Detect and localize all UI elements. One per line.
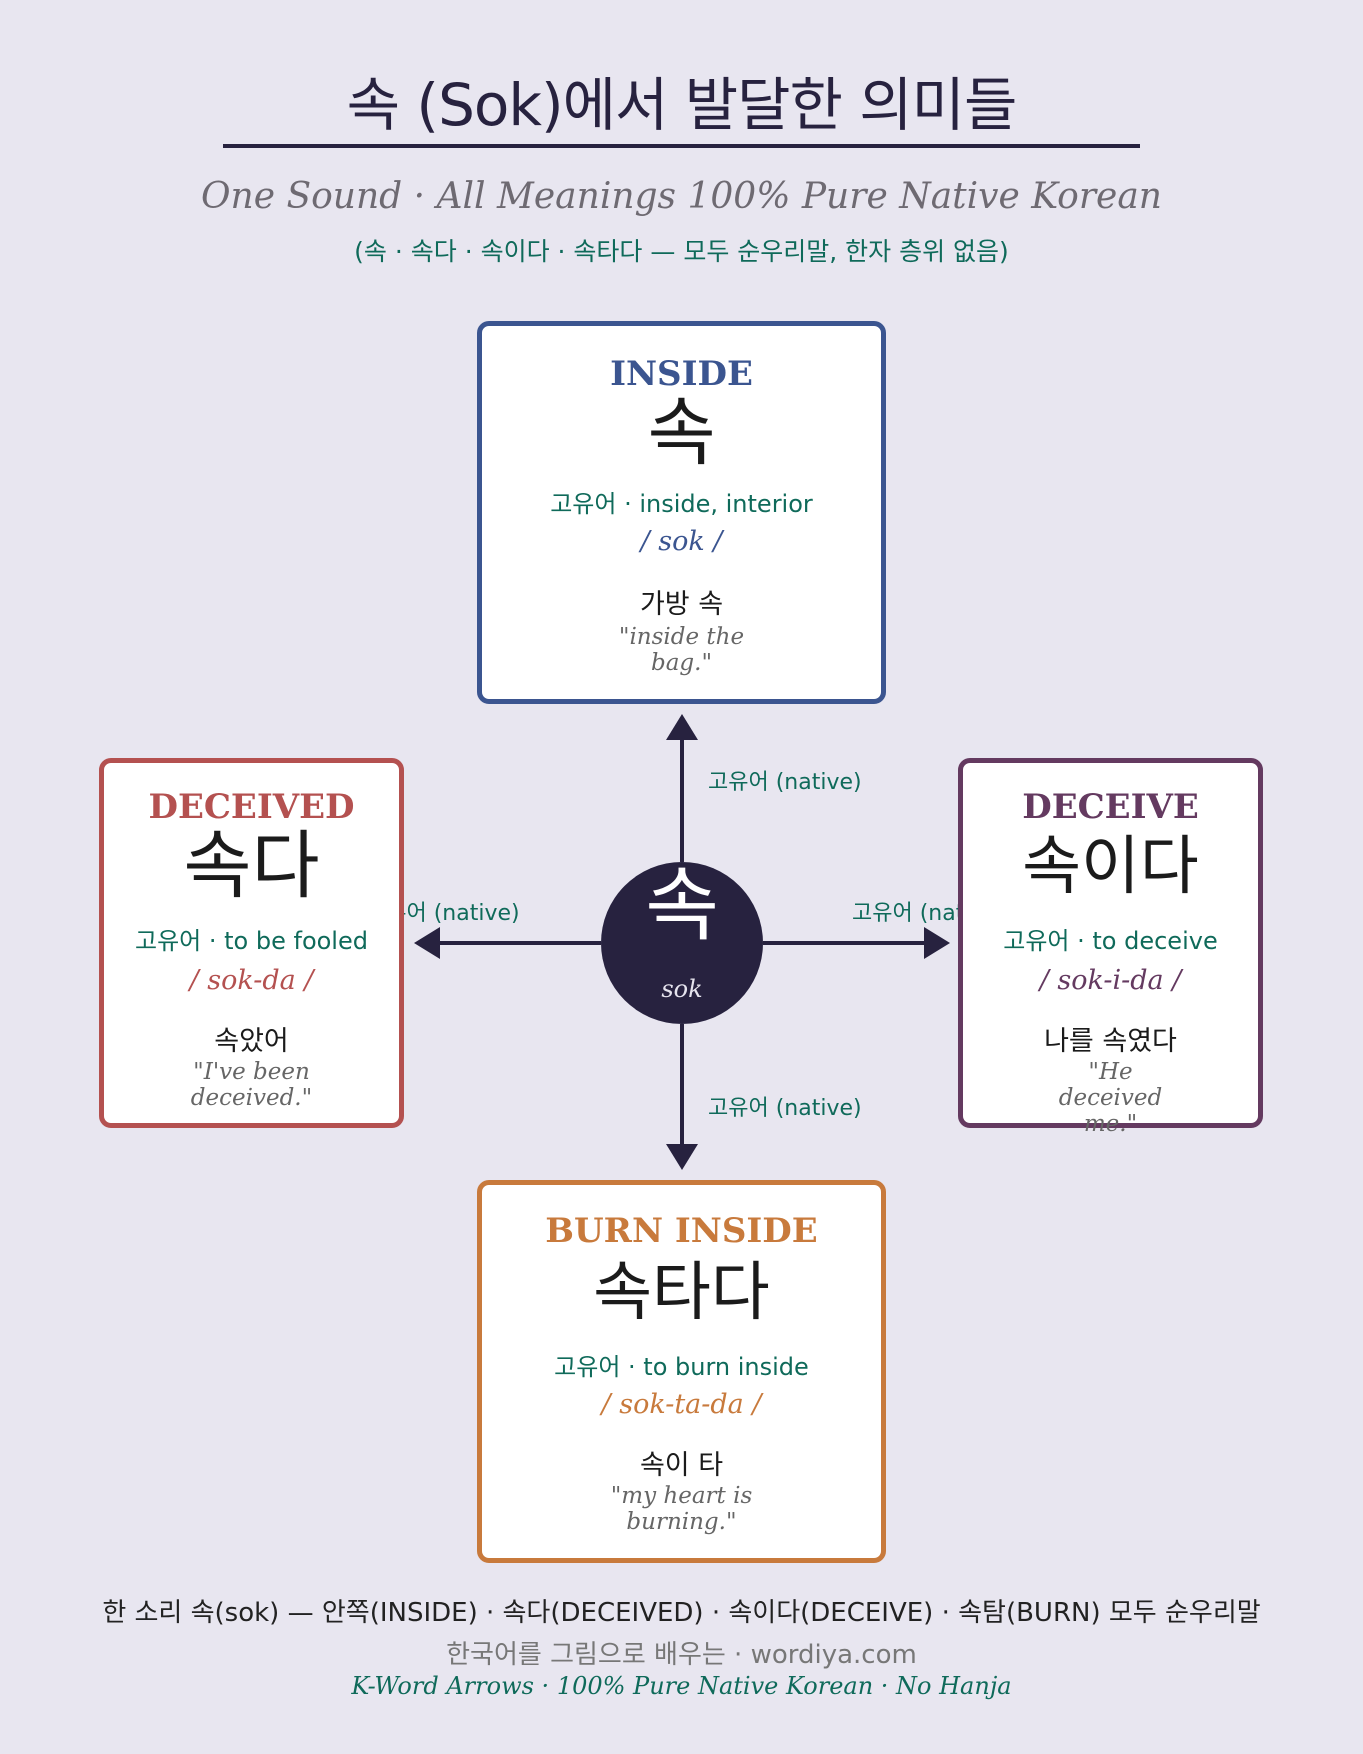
subtitle-korean: (속 · 속다 · 속이다 · 속타다 — 모두 순우리말, 한자 층위 없음): [354, 237, 1009, 266]
card-translation: "I've been deceived.": [190, 1059, 313, 1111]
card-label: BURN INSIDE: [545, 1211, 818, 1251]
card-word: 속: [647, 390, 716, 476]
arrow-label-down: 고유어 (native): [708, 1096, 862, 1121]
card-word: 속타다: [593, 1256, 770, 1330]
card-label: DECEIVED: [148, 787, 355, 827]
card-gloss: 고유어 · to deceive: [1003, 927, 1218, 955]
footer-summary: 한 소리 속(sok) — 안쪽(INSIDE) · 속다(DECEIVED) …: [102, 1598, 1261, 1628]
card-romanization: / sok-i-da /: [1039, 965, 1182, 996]
card-romanization: / sok-ta-da /: [601, 1389, 762, 1420]
card-label: DECEIVE: [1022, 787, 1199, 827]
card-example: 가방 속: [639, 589, 724, 620]
center-hub: [601, 862, 763, 1024]
arrow-right-head: [924, 927, 950, 959]
footer-site: 한국어를 그림으로 배우는 · wordiya.com: [446, 1640, 917, 1670]
card-gloss: 고유어 · to be fooled: [135, 927, 368, 955]
card-translation: "my heart is burning.": [610, 1483, 753, 1535]
card-romanization: / sok-da /: [189, 965, 314, 996]
center-roman: sok: [661, 975, 703, 1003]
card-label: INSIDE: [610, 354, 753, 394]
card-word: 속다: [183, 823, 320, 909]
card-example: 속이 타: [639, 1450, 724, 1481]
card-word: 속이다: [1022, 830, 1199, 904]
arrow-label-up: 고유어 (native): [708, 770, 862, 795]
card-burn-inside: BURN INSIDE 속타다 고유어 · to burn inside / s…: [477, 1180, 886, 1563]
card-gloss: 고유어 · inside, interior: [550, 490, 813, 518]
card-translation: "He deceived me.": [1058, 1059, 1163, 1137]
card-example: 속았어: [214, 1026, 289, 1057]
arrow-down-head: [666, 1144, 698, 1170]
footer-tagline: K-Word Arrows · 100% Pure Native Korean …: [351, 1672, 1012, 1700]
arrow-left-head: [414, 927, 440, 959]
subtitle-english: One Sound · All Meanings 100% Pure Nativ…: [201, 176, 1162, 217]
title-underline: [223, 144, 1140, 148]
page-title: 속 (Sok)에서 발달한 의미들: [346, 71, 1018, 139]
card-gloss: 고유어 · to burn inside: [554, 1353, 809, 1381]
card-inside: INSIDE 속 고유어 · inside, interior / sok / …: [477, 321, 886, 704]
card-deceive: DECEIVE 속이다 고유어 · to deceive / sok-i-da …: [958, 758, 1263, 1137]
card-romanization: / sok /: [640, 526, 723, 557]
center-word: 속: [645, 859, 719, 952]
card-example: 나를 속였다: [1044, 1026, 1177, 1057]
arrow-up-head: [666, 714, 698, 740]
card-translation: "inside the bag.": [618, 624, 745, 676]
card-deceived: DECEIVED 속다 고유어 · to be fooled / sok-da …: [99, 758, 404, 1128]
